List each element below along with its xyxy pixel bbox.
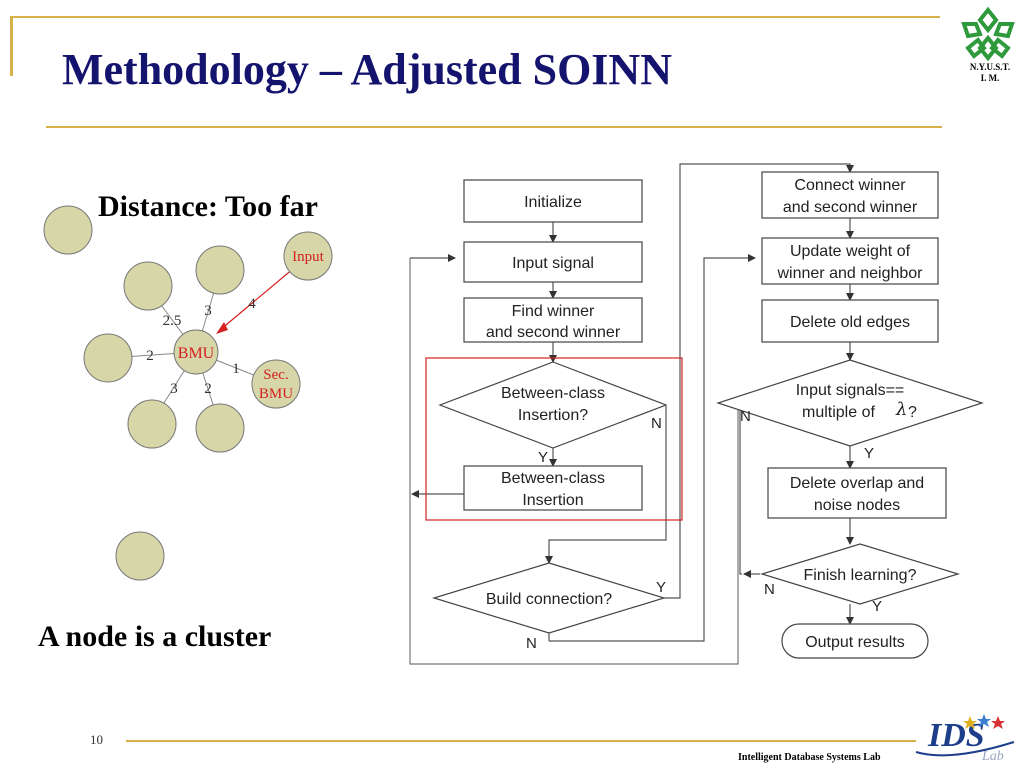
between-class-q-label-2: Insertion? [518,407,588,424]
delete-overlap-box [767,467,947,519]
input-multiple-label-1: Input signals== [796,382,905,399]
find-winner-label-2: and second winner [486,324,621,341]
arrow-build-yes [664,163,854,599]
finish-learning-decision [759,543,961,605]
title-underline-rule [46,126,942,128]
edge-label: 2.5 [163,313,182,329]
arrow-multiple-no [739,400,742,575]
connect-winner-box [761,171,939,219]
page-number: 10 [90,732,103,747]
bmu-node [173,329,219,375]
svg-text:Lab: Lab [981,749,1004,764]
arrow-bci-no [545,406,667,564]
nyust-logo-icon [961,6,1015,62]
input-label: Input [292,249,324,265]
sec-bmu-label-2: BMU [259,386,293,402]
ids-lab-logo-icon: IDS Lab [915,714,1015,764]
node-topleft [123,261,173,311]
connect-winner-label-1: Connect winner [794,177,906,194]
input-arrowhead [216,322,228,334]
find-winner-box [463,297,643,343]
delete-old-edges-label: Delete old edges [790,314,910,331]
finish-learning-label: Finish learning? [804,567,917,584]
between-class-box-label-1: Between-class [501,470,605,487]
find-winner-label-1: Find winner [512,303,595,320]
update-weight-label-1: Update weight of [790,243,911,260]
edge-label: 4 [248,296,256,312]
bci-no-label: N [651,415,662,432]
connect-winner-label-2: and second winner [783,199,918,216]
bmu-label: BMU [178,345,215,362]
svg-text:IDS: IDS [927,717,985,754]
node-bottomright [195,403,245,453]
input-arrow [219,267,295,331]
input-multiple-label-2: multiple of [802,404,875,421]
output-results-label: Output results [805,634,905,651]
initialize-label: Initialize [524,194,582,211]
footer-lab-name: Intelligent Database Systems Lab [738,752,881,763]
edge-label: 1 [232,361,240,377]
edge-label: 3 [170,381,178,397]
sec-bmu-node [251,359,301,409]
build-yes-label: Y [656,579,666,596]
sec-bmu-label-1: Sec. [263,367,288,383]
arrow-build-no-to-update [549,254,756,642]
build-connection-decision [431,562,667,634]
between-class-box-label-2: Insertion [522,492,583,509]
edge-label: 2 [204,381,212,397]
node-left [83,333,133,383]
initialize-box [463,179,643,223]
far-node-bottom [115,531,165,581]
nyust-logo-text: N.Y.U.S.T. I. M. [950,62,1024,84]
slide-title: Methodology – Adjusted SOINN [62,45,672,94]
top-rule [10,16,940,18]
node-bottomleft [127,399,177,449]
top-left-vertical-rule [10,16,13,76]
input-signal-box [463,241,643,283]
output-results-terminal [781,623,929,659]
input-node [283,231,333,281]
edge-label: 3 [204,303,212,319]
delete-overlap-label-1: Delete overlap and [790,475,924,492]
update-weight-label-2: winner and neighbor [777,265,924,282]
input-multiple-decision [716,359,984,447]
update-weight-box [761,237,939,285]
between-class-insertion-box [463,465,643,511]
finish-no-label: N [764,581,775,598]
multiple-yes-label: Y [864,445,874,462]
build-connection-label: Build connection? [486,591,612,608]
delete-overlap-label-2: noise nodes [814,497,900,514]
question-mark: ? [908,404,917,421]
distance-label: Distance: Too far [98,190,318,223]
bci-yes-label: Y [538,449,548,466]
flow-frame [409,258,739,665]
footer-rule [126,740,916,742]
node-top [195,245,245,295]
logo-line-1: N.Y.U.S.T. [969,62,1011,72]
edge-label: 2 [146,348,154,364]
cluster-label: A node is a cluster [38,620,272,653]
between-class-q-label-1: Between-class [501,385,605,402]
far-node-top [43,205,93,255]
finish-yes-label: Y [872,598,882,615]
multiple-no-label: N [740,408,751,425]
between-class-decision [438,361,668,449]
highlight-box [425,357,683,521]
build-no-label: N [526,635,537,652]
delete-old-edges-box [761,299,939,343]
lambda-symbol: λ [895,399,907,420]
logo-line-2: I. M. [980,73,1000,83]
input-signal-label: Input signal [512,255,594,272]
